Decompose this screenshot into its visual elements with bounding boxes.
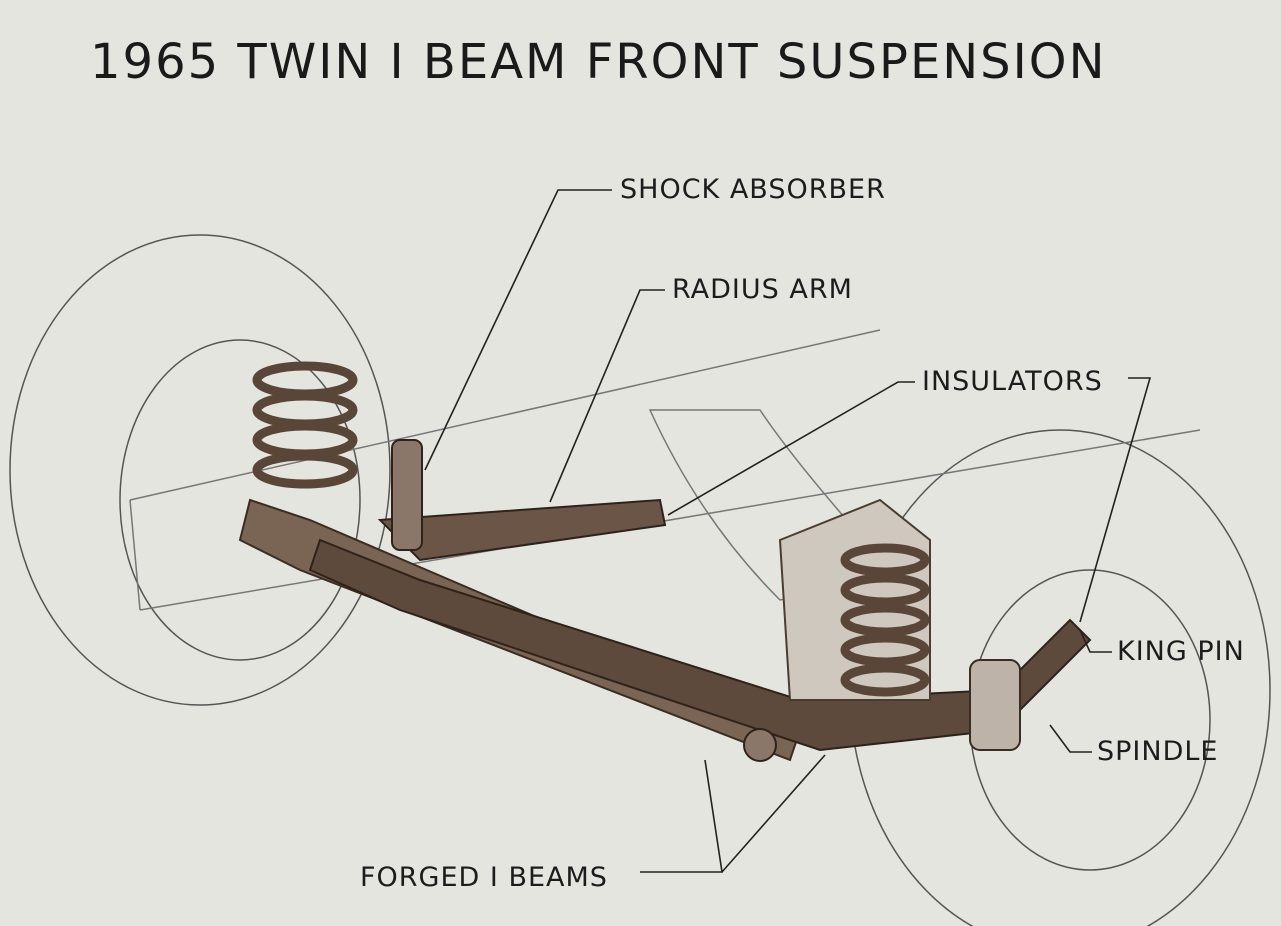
- left-wheel: [9, 234, 391, 706]
- diagram-title: 1965 TWIN I BEAM FRONT SUSPENSION: [90, 34, 1107, 90]
- label-king-pin: KING PIN: [1117, 636, 1245, 667]
- label-insulators: INSULATORS: [922, 366, 1103, 397]
- label-forged-i-beams: FORGED I BEAMS: [360, 862, 608, 893]
- beam-pivot-bushing: [743, 728, 777, 762]
- spindle-knuckle: [969, 659, 1021, 751]
- label-radius-arm: RADIUS ARM: [672, 274, 853, 305]
- shock-absorber: [391, 439, 423, 551]
- leader-lines: [424, 189, 1152, 873]
- left-coil-spring: [252, 361, 358, 489]
- label-shock-absorber: SHOCK ABSORBER: [620, 174, 886, 205]
- label-spindle: SPINDLE: [1097, 736, 1219, 767]
- right-coil-spring: [840, 543, 930, 697]
